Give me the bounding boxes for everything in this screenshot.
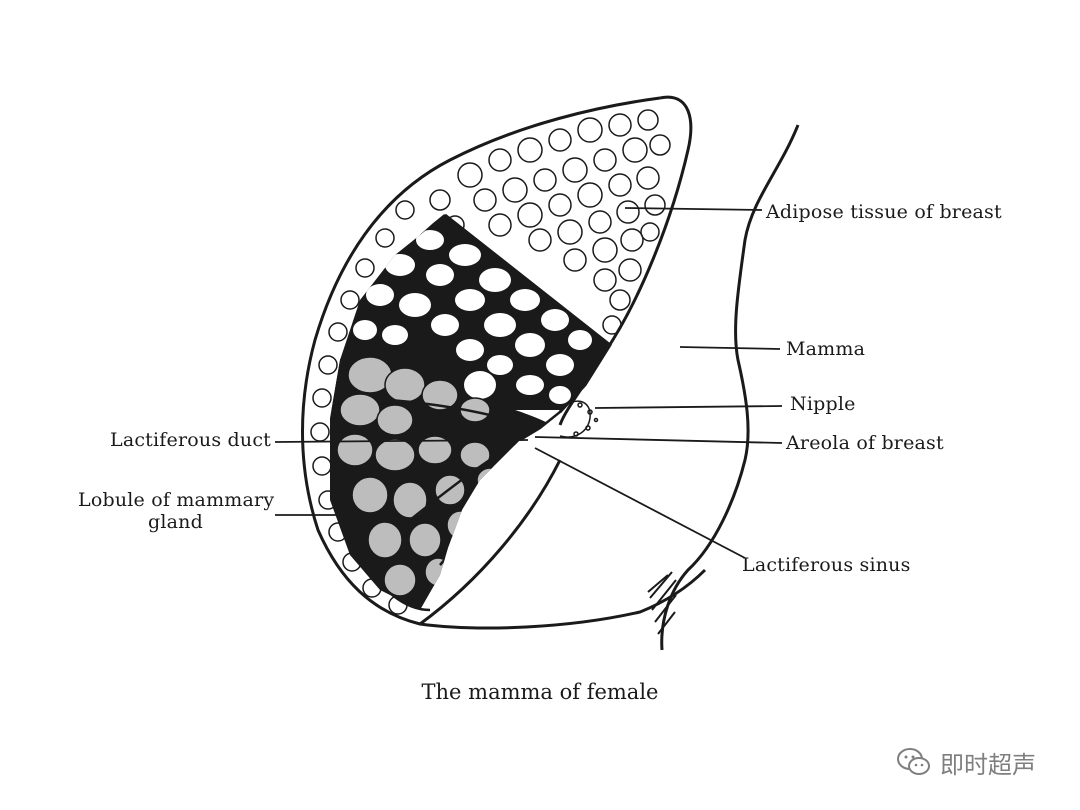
label-lactiferous-duct: Lactiferous duct: [110, 429, 271, 451]
wechat-icon: [896, 747, 932, 777]
leader-nipple: [595, 406, 782, 408]
label-areola: Areola of breast: [786, 432, 944, 454]
label-mamma: Mamma: [786, 338, 865, 360]
leader-lactiferous-sinus: [535, 448, 745, 558]
figure-caption: The mamma of female: [0, 680, 1080, 704]
label-lactiferous-sinus: Lactiferous sinus: [742, 554, 911, 576]
label-lobule-line1: Lobule of mammary: [78, 489, 273, 511]
leader-areola: [535, 437, 782, 443]
watermark: 即时超声: [896, 746, 1036, 778]
label-lobule-line2: gland: [78, 511, 273, 533]
leader-mamma: [680, 347, 780, 349]
label-nipple: Nipple: [790, 393, 856, 415]
watermark-text: 即时超声: [940, 745, 1036, 780]
label-adipose-tissue: Adipose tissue of breast: [766, 201, 1002, 223]
